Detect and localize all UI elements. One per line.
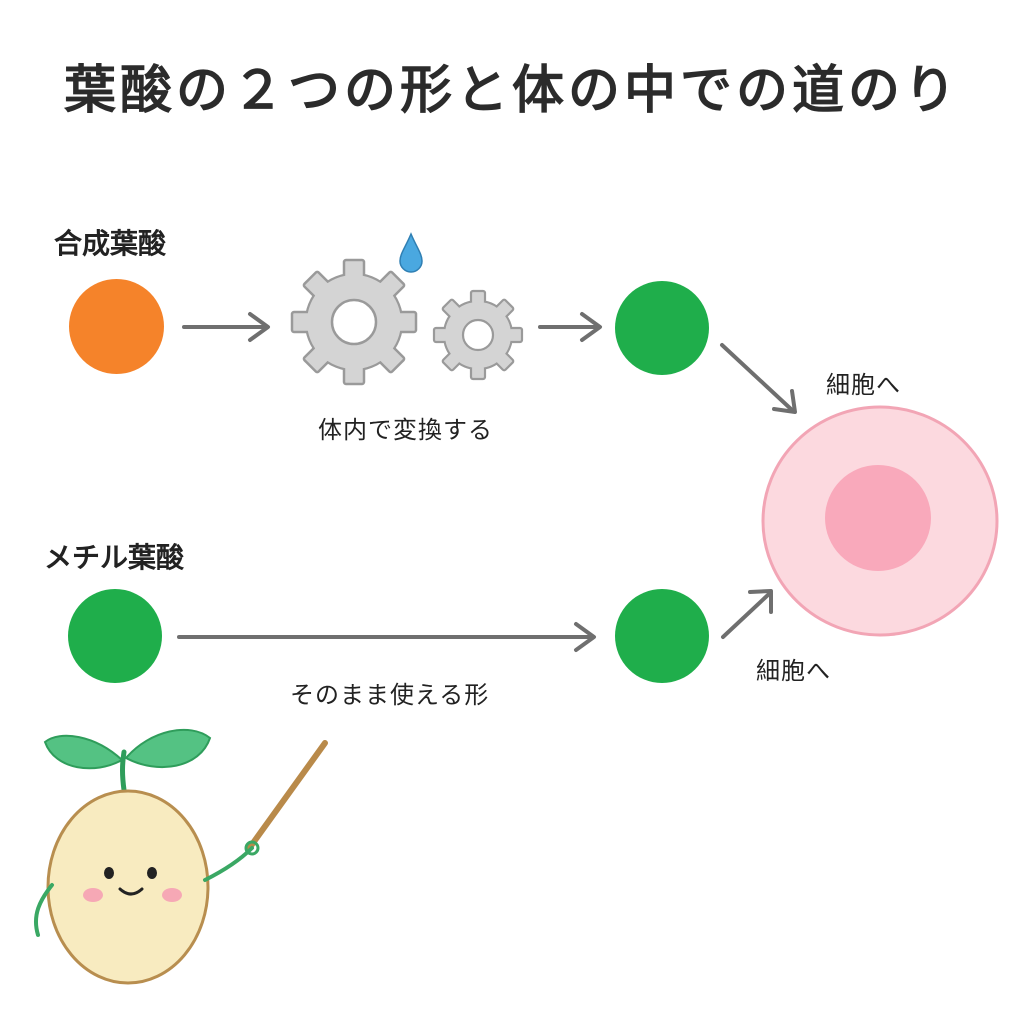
to-cell-label-bottom: 細胞へ [756,657,831,685]
page-title: 葉酸の２つの形と体の中での道のり [63,61,960,121]
direct-use-caption: そのまま使える形 [290,681,490,709]
arrow-icon [177,622,596,652]
arrow-icon [182,312,270,342]
methyl-folate-label: メチル葉酸 [44,541,185,574]
synthetic-folate-label: 合成葉酸 [54,227,167,260]
water-drop-icon [399,232,423,273]
cell-icon [761,405,999,637]
converted-folate-dot [615,281,709,375]
synthetic-folate-dot [69,279,164,374]
arrow-icon [538,312,602,342]
methyl-folate-ready-dot [615,589,709,683]
arrow-icon [721,589,773,639]
sprout-mascot [33,728,328,985]
gear-icon [290,258,418,386]
conversion-caption: 体内で変換する [318,416,493,444]
to-cell-label-top: 細胞へ [826,371,901,399]
methyl-folate-dot [68,589,162,683]
arrow-icon [720,343,797,414]
gear-icon [432,289,524,381]
